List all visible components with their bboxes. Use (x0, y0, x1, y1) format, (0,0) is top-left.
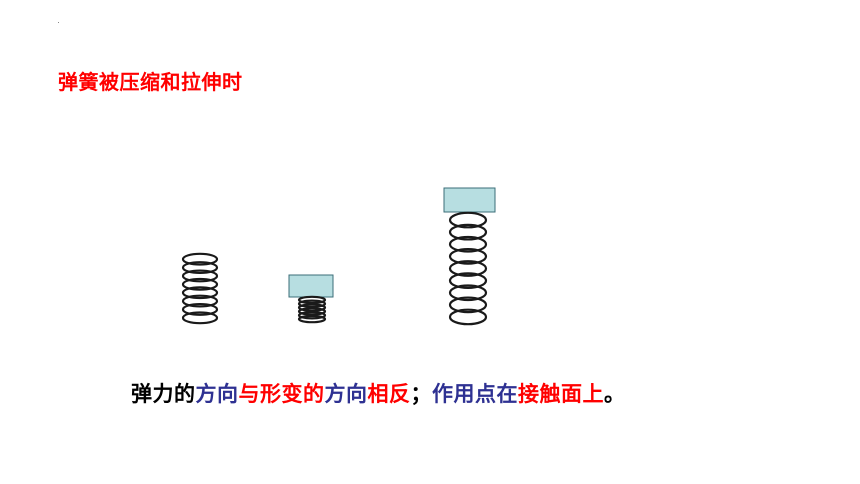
stretched-spring-coil (448, 272, 488, 289)
natural-spring-coil (181, 302, 219, 316)
compressed-spring-coil (297, 311, 327, 320)
caption-part-3: 与 (238, 382, 260, 406)
compressed-spring (288, 274, 334, 324)
stretched-spring-coil (448, 211, 488, 229)
compressed-spring-coil (297, 303, 327, 312)
natural-spring-coil (181, 311, 219, 325)
stretched-spring-coil (448, 260, 488, 277)
stretched-spring-block (443, 187, 496, 213)
natural-spring-coil (181, 261, 219, 275)
caption-part-5: 方向 (324, 382, 368, 406)
conclusion-caption: 弹力的方向与形变的方向相反；作用点在接触面上。 (131, 378, 626, 408)
slide-title: 弹簧被压缩和拉伸时 (58, 70, 243, 94)
stretched-spring-coil (448, 284, 488, 302)
stretched-spring-coil (448, 308, 488, 326)
stretched-spring (443, 187, 496, 326)
stretched-spring-coil (448, 296, 488, 314)
compressed-spring-coil (297, 299, 327, 308)
caption-part-4: 形变的 (260, 382, 325, 406)
stretched-spring-coil (448, 235, 488, 253)
caption-part-2: 方向 (195, 382, 239, 406)
natural-spring-coil (181, 277, 219, 291)
compressed-spring-block (288, 274, 334, 298)
compressed-spring-coil (297, 314, 327, 324)
caption-part-8: 作用点 (432, 382, 497, 406)
natural-spring-coil (181, 286, 219, 300)
natural-spring (181, 252, 219, 325)
caption-part-6: 相反 (367, 382, 411, 406)
stretched-spring-coil (448, 223, 488, 241)
slide-marker-dot (58, 22, 59, 23)
caption-part-10: 接触面上 (518, 382, 604, 406)
natural-spring-coil (181, 252, 219, 266)
caption-part-11: 。 (604, 382, 626, 406)
stretched-spring-coil (448, 248, 488, 265)
caption-part-9: 在 (496, 382, 518, 406)
natural-spring-coil (181, 269, 219, 283)
compressed-spring-coil (297, 307, 327, 316)
caption-part-7: ； (410, 382, 432, 406)
compressed-spring-coil (297, 295, 327, 305)
caption-part-1: 弹力的 (131, 382, 196, 406)
natural-spring-coil (181, 294, 219, 308)
